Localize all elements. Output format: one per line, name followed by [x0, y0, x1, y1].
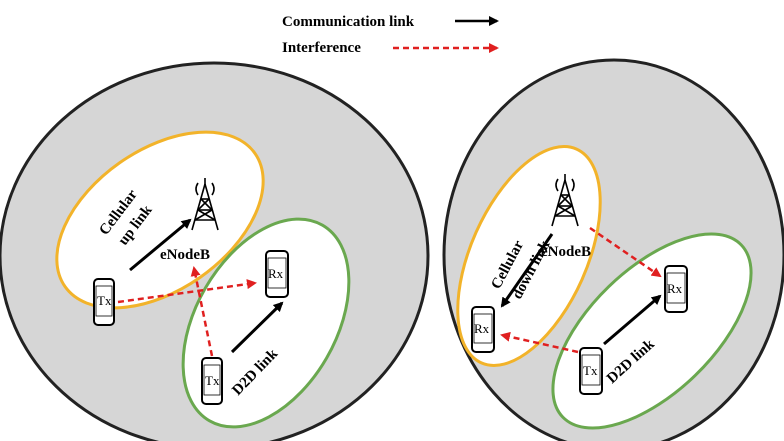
right-interference-d2d-tx-to-cell-rx: [500, 331, 579, 354]
left-panel: eNodeB Cellular up link Tx Rx Tx D2D lin…: [0, 61, 430, 441]
legend: Communication link Interference: [282, 14, 499, 56]
right-cellular-rx-label: Rx: [474, 321, 490, 336]
right-d2d-rx-device: Rx: [664, 265, 688, 313]
right-d2d-rx-label: Rx: [667, 281, 683, 296]
left-d2d-link-arrow: [230, 301, 284, 354]
left-base-station-label: eNodeB: [160, 247, 210, 263]
left-d2d-tx-device: Tx: [201, 357, 223, 405]
left-interference-d2d-to-enodeb: [190, 266, 214, 357]
legend-communication-label: Communication link: [282, 14, 415, 30]
right-tower-icon: [551, 174, 579, 227]
left-d2d-region: [181, 217, 351, 429]
right-d2d-tx-device: Tx: [579, 347, 603, 395]
left-d2d-tx-label: Tx: [205, 373, 220, 388]
right-d2d-link-arrow: [603, 294, 662, 346]
left-d2d-rx-device: Rx: [265, 250, 289, 298]
legend-interference-label: Interference: [282, 40, 361, 56]
left-cellular-tx-label: Tx: [97, 293, 112, 308]
left-cellular-region: [55, 130, 265, 310]
right-interference-enodeb-to-d2d-rx: [589, 226, 662, 278]
left-d2d-rx-label: Rx: [268, 266, 284, 281]
right-downlink-arrow: [500, 233, 554, 308]
right-d2d-tx-label: Tx: [583, 363, 598, 378]
left-tower-icon: [191, 178, 219, 231]
left-cellular-tx-device: Tx: [93, 278, 115, 326]
right-cellular-rx-device: Rx: [471, 306, 495, 353]
right-base-station-label: eNodeB: [541, 244, 591, 260]
right-panel: eNodeB Cellular down link Rx Rx Tx D2D l…: [442, 58, 784, 441]
left-interference-tx-to-rx: [117, 279, 257, 304]
left-uplink-arrow: [129, 218, 192, 272]
